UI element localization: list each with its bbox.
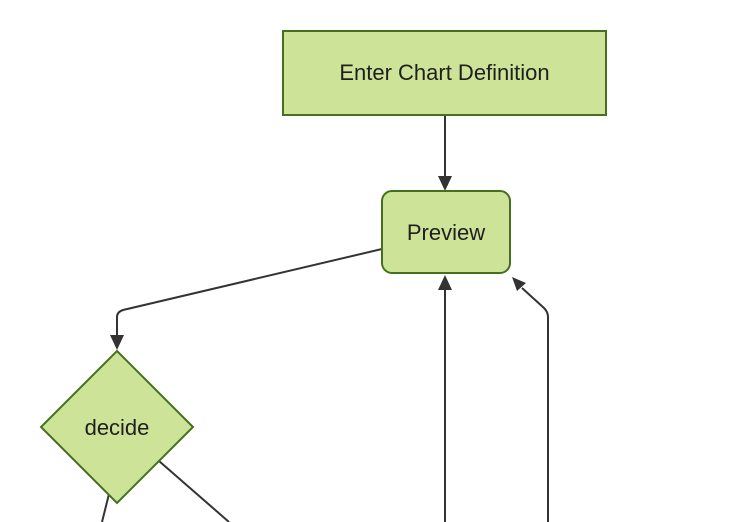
arrowhead-upleft-into-preview-corner [512, 277, 526, 291]
edge-bottom-right-to-preview [512, 277, 549, 522]
node-enter-chart-definition: Enter Chart Definition [282, 30, 607, 116]
enter-chart-definition-box [282, 30, 607, 116]
node-decide: decide [39, 349, 195, 505]
edge-preview-to-decide [110, 248, 383, 350]
edge-bottom-center-to-preview [438, 275, 452, 522]
decide-label: decide [85, 415, 150, 440]
edge-decide-down-left [101, 493, 110, 522]
preview-label: Preview [407, 220, 485, 245]
preview-box [381, 190, 511, 274]
node-preview: Preview [381, 190, 511, 274]
arrowhead-down-into-preview-top [438, 176, 452, 191]
edge-enter-to-preview [438, 115, 452, 191]
arrowhead-up-into-preview-bottom [438, 275, 452, 290]
edge-decide-down-right [158, 460, 230, 522]
enter-chart-definition-label: Enter Chart Definition [339, 60, 549, 85]
arrowhead-down-into-decide-top [110, 335, 124, 350]
decide-diamond [39, 349, 195, 505]
